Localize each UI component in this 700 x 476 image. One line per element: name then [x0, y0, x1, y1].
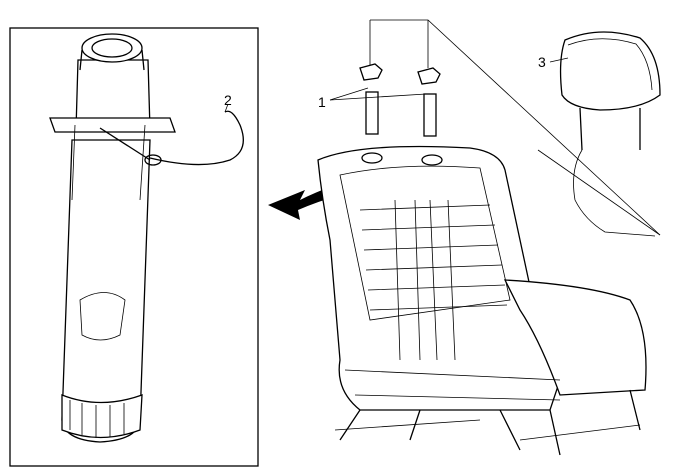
headrest-guide-tube: [49, 33, 176, 443]
guide-clip: [99, 103, 244, 166]
detail-inset-frame: [9, 27, 259, 467]
headrest-pins: [329, 19, 661, 236]
seat-frame: [317, 145, 647, 456]
callout-1-label: 1: [318, 94, 326, 110]
callout-3-label: 3: [538, 54, 546, 70]
callout-2-label: 2: [224, 92, 232, 108]
headrest: [537, 31, 661, 237]
